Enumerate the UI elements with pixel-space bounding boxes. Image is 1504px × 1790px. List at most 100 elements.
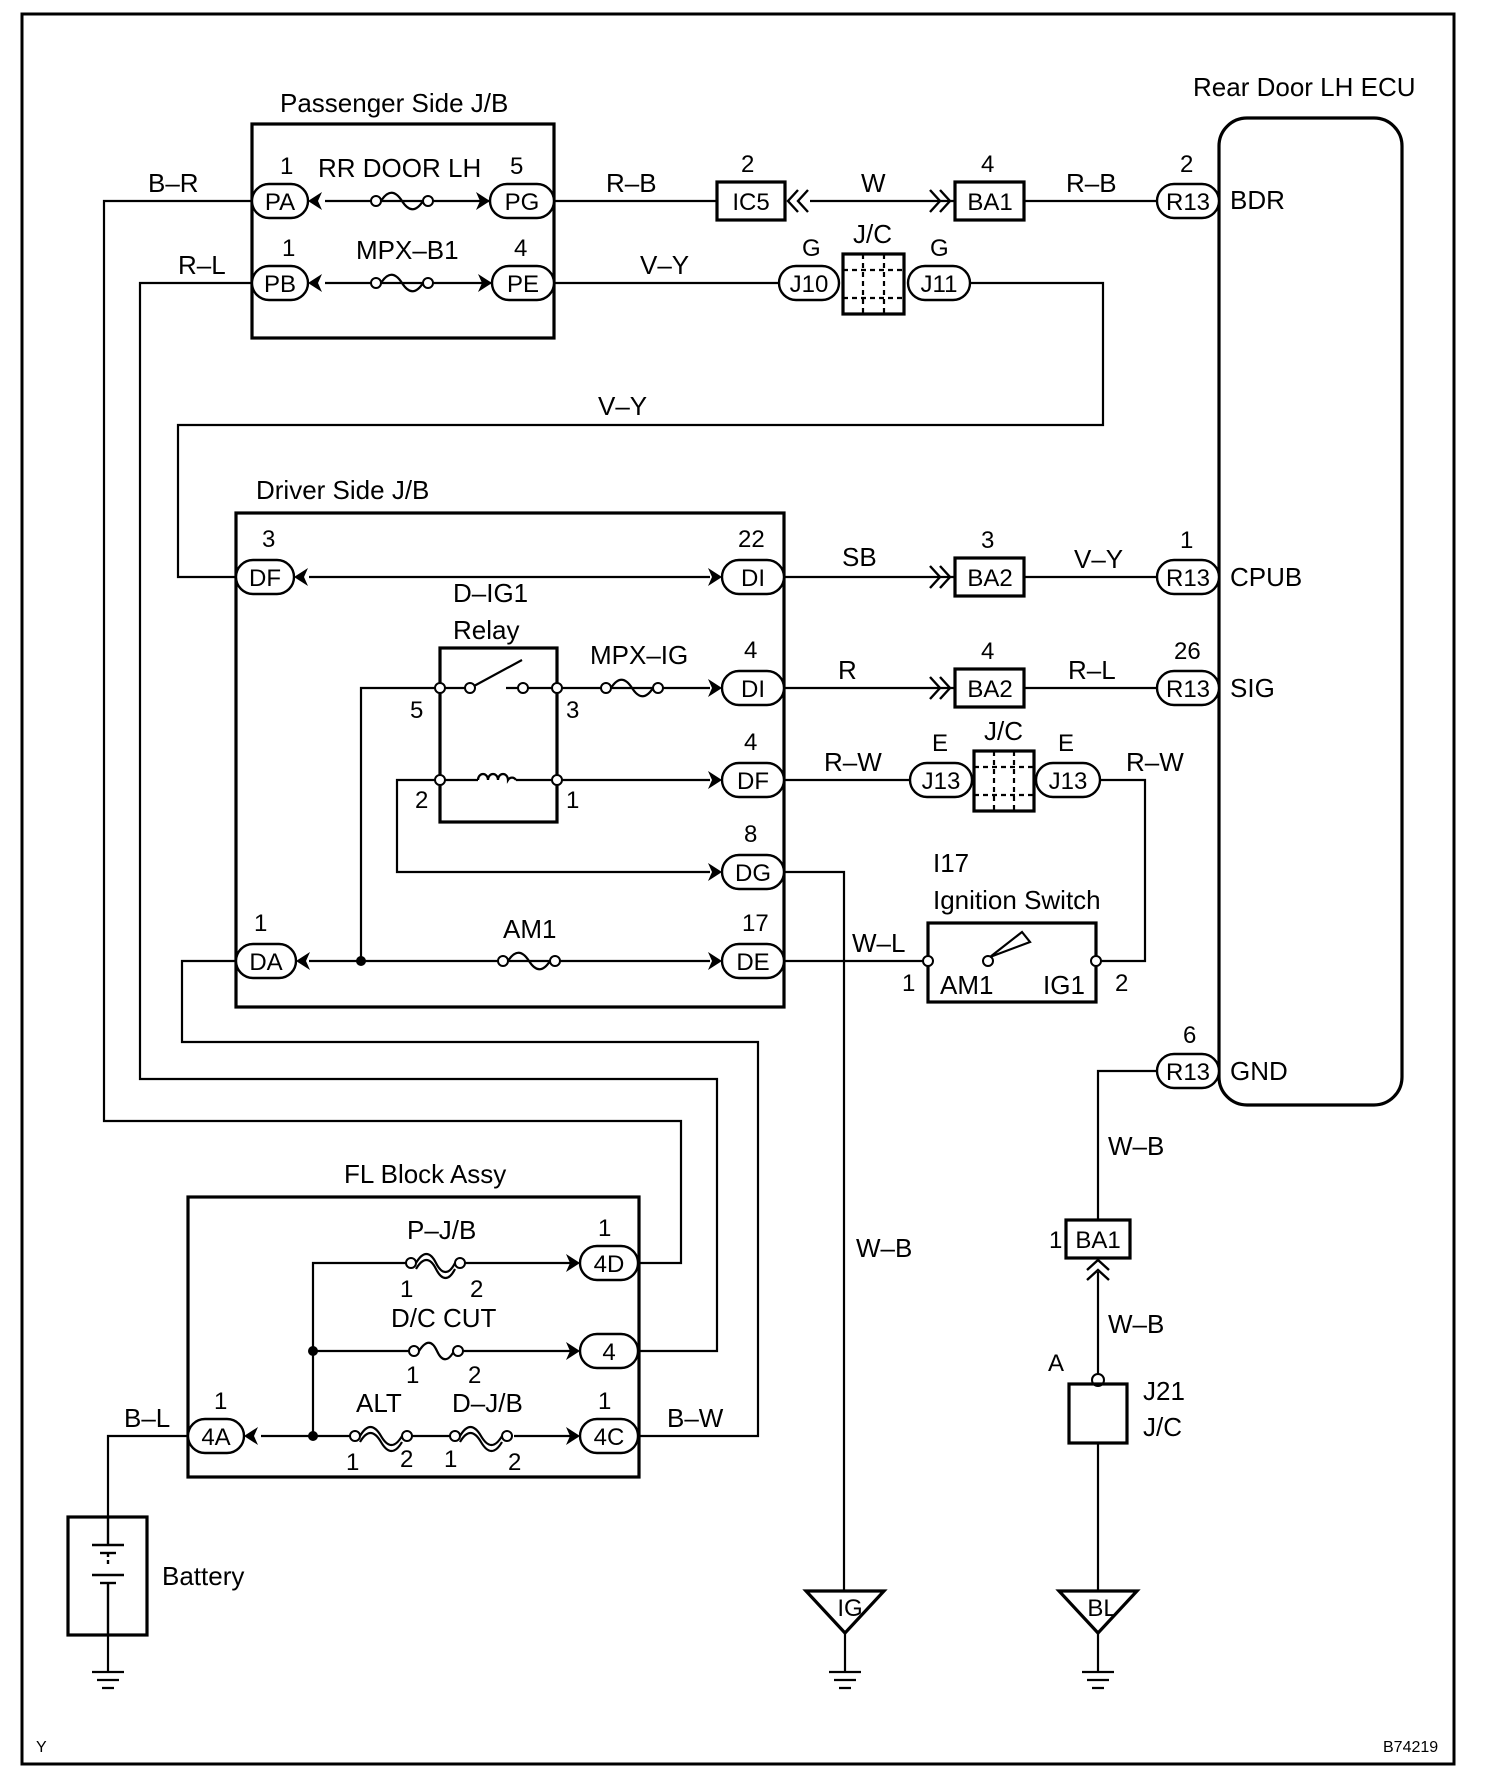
connector-ba1-gnd bbox=[1064, 1218, 1132, 1260]
connector-4a-label: 4A bbox=[201, 1424, 230, 1451]
fuse-p-jb-label: P–J/B bbox=[407, 1215, 476, 1245]
jc-mid-label: J/C bbox=[984, 716, 1023, 746]
passenger-jb-box bbox=[250, 122, 556, 340]
wire-label-v-y-2: V–Y bbox=[1074, 544, 1123, 574]
driver-jb-title: Driver Side J/B bbox=[256, 475, 429, 505]
wire-label-sb: SB bbox=[842, 542, 877, 572]
relay-coil bbox=[476, 772, 517, 784]
pin-dc-1: 1 bbox=[406, 1362, 419, 1389]
relay-switch-blade bbox=[473, 659, 523, 687]
wire-label-b-w: B–W bbox=[667, 1403, 724, 1433]
pin-ba1-gnd: 1 bbox=[1049, 1227, 1062, 1254]
relay-box bbox=[438, 646, 559, 824]
wire-label-v-y-loop: V–Y bbox=[598, 391, 647, 421]
pin-df-3: 3 bbox=[262, 526, 275, 553]
pin-dg-8: 8 bbox=[744, 821, 757, 848]
connector-jc-mid bbox=[972, 749, 1036, 813]
connector-j13-left-label: J13 bbox=[922, 768, 961, 795]
diagram-frame bbox=[20, 12, 1456, 1766]
terminal-cpub: CPUB bbox=[1230, 562, 1302, 592]
wire-label-r-b-2: R–B bbox=[1066, 168, 1117, 198]
pin-dc-2: 2 bbox=[468, 1362, 481, 1389]
wire-relay-5 bbox=[359, 686, 440, 961]
relay-name: D–IG1 bbox=[453, 578, 528, 608]
junction-dot bbox=[308, 1346, 318, 1356]
wire-label-b-r: B–R bbox=[148, 168, 199, 198]
rear-door-ecu-title: Rear Door LH ECU bbox=[1193, 72, 1416, 102]
fuse-p-jb bbox=[415, 1252, 456, 1280]
connector-j13-right-label: J13 bbox=[1049, 768, 1088, 795]
connector-ba1-top bbox=[953, 180, 1026, 222]
pin-p-jb-1: 1 bbox=[400, 1276, 413, 1303]
ignition-id: I17 bbox=[933, 848, 969, 878]
connector-jc-top bbox=[841, 252, 906, 316]
pin-ign-1: 1 bbox=[902, 970, 915, 997]
relay-word: Relay bbox=[453, 615, 519, 645]
wire-label-w-b-dg: W–B bbox=[856, 1233, 912, 1263]
pin-relay-5: 5 bbox=[410, 697, 423, 724]
connector-di-22-label: DI bbox=[741, 565, 765, 592]
pin-djb-2: 2 bbox=[508, 1449, 521, 1476]
fuse-alt bbox=[359, 1425, 403, 1453]
wire-v-y-loop bbox=[176, 281, 1105, 579]
corner-tag: Y bbox=[36, 1739, 47, 1756]
wire-fl-bus bbox=[311, 1261, 570, 1436]
pin-4a: 1 bbox=[214, 1388, 227, 1415]
pin-pe: 4 bbox=[514, 235, 527, 262]
pin-pg: 5 bbox=[510, 153, 523, 180]
connector-ba2-cpub-label: BA2 bbox=[967, 565, 1012, 592]
pin-p-jb-2: 2 bbox=[470, 1276, 483, 1303]
pin-ic5: 2 bbox=[741, 151, 754, 178]
connector-j11 bbox=[906, 264, 972, 302]
junction-dot bbox=[356, 956, 366, 966]
driver-jb-box bbox=[234, 511, 786, 1009]
ground-triangle-ig bbox=[802, 1589, 888, 1636]
pin-pa: 1 bbox=[280, 153, 293, 180]
inline-chevrons bbox=[786, 189, 1110, 1281]
ground-earth-symbols bbox=[92, 1670, 1114, 1690]
connector-de-17-label: DE bbox=[736, 949, 769, 976]
pin-4d: 1 bbox=[598, 1215, 611, 1242]
connector-j10 bbox=[777, 264, 841, 302]
pin-j11: G bbox=[930, 235, 949, 262]
pin-df-4: 4 bbox=[744, 729, 757, 756]
connector-ba2-cpub bbox=[953, 556, 1026, 598]
wire-label-r-w-2: R–W bbox=[1126, 747, 1184, 777]
fuse-rr-door-lh bbox=[380, 191, 424, 211]
pin-r13-gnd: 6 bbox=[1183, 1022, 1196, 1049]
junction-dot bbox=[308, 1431, 318, 1441]
junction-j21 bbox=[1067, 1382, 1129, 1445]
pin-j13-right: E bbox=[1058, 730, 1074, 757]
connector-pe-label: PE bbox=[507, 271, 539, 298]
connector-pb-label: PB bbox=[264, 271, 296, 298]
connector-pg-label: PG bbox=[505, 189, 540, 216]
passenger-jb-title: Passenger Side J/B bbox=[280, 88, 508, 118]
fl-block-box bbox=[186, 1195, 641, 1479]
connector-j13-right bbox=[1034, 761, 1102, 799]
connector-arrowheads bbox=[244, 192, 722, 1445]
connector-df-4-label: DF bbox=[737, 768, 769, 795]
terminal-bdr: BDR bbox=[1230, 185, 1285, 215]
pin-ba2-sig: 4 bbox=[981, 638, 994, 665]
connector-ba2-sig bbox=[953, 667, 1026, 709]
fuse-dc-cut bbox=[418, 1341, 455, 1361]
wire-label-w-l: W–L bbox=[852, 928, 905, 958]
wire-da bbox=[180, 959, 760, 1438]
pin-relay-3: 3 bbox=[566, 697, 579, 724]
fuse-dc-cut-label: D/C CUT bbox=[391, 1303, 497, 1333]
fuse-mpx-ig bbox=[610, 678, 654, 698]
pin-di-4: 4 bbox=[744, 637, 757, 664]
wire-relay-2-dg bbox=[395, 778, 710, 874]
wire-w-b-gnd bbox=[1096, 1069, 1157, 1220]
connector-da-1-label: DA bbox=[249, 949, 282, 976]
connector-j13-left bbox=[908, 761, 974, 799]
pin-ba1-top: 4 bbox=[981, 151, 994, 178]
connector-ba2-sig-label: BA2 bbox=[967, 676, 1012, 703]
fuse-mpx-b1 bbox=[380, 273, 424, 293]
wire-label-w-b-j21: W–B bbox=[1108, 1309, 1164, 1339]
pin-pb: 1 bbox=[282, 235, 295, 262]
wire-label-v-y-1: V–Y bbox=[640, 250, 689, 280]
pin-j21-a: A bbox=[1048, 1350, 1064, 1377]
pin-di-22: 22 bbox=[738, 526, 765, 553]
pin-de-17: 17 bbox=[742, 910, 769, 937]
